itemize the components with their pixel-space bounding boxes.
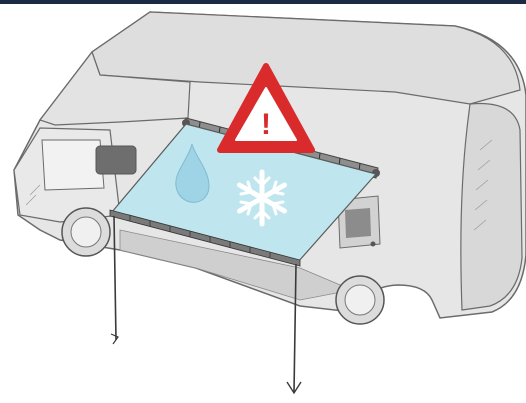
door-window bbox=[345, 208, 371, 238]
front-wheel bbox=[62, 208, 110, 256]
warning-symbol: ! bbox=[261, 108, 271, 141]
motorhome-rear bbox=[461, 104, 522, 310]
cab-window bbox=[42, 140, 104, 190]
motorhome-awning-illustration: ! bbox=[0, 4, 526, 403]
rear-wheel bbox=[336, 276, 384, 324]
side-window-front bbox=[96, 146, 136, 174]
door-handle bbox=[371, 242, 376, 247]
